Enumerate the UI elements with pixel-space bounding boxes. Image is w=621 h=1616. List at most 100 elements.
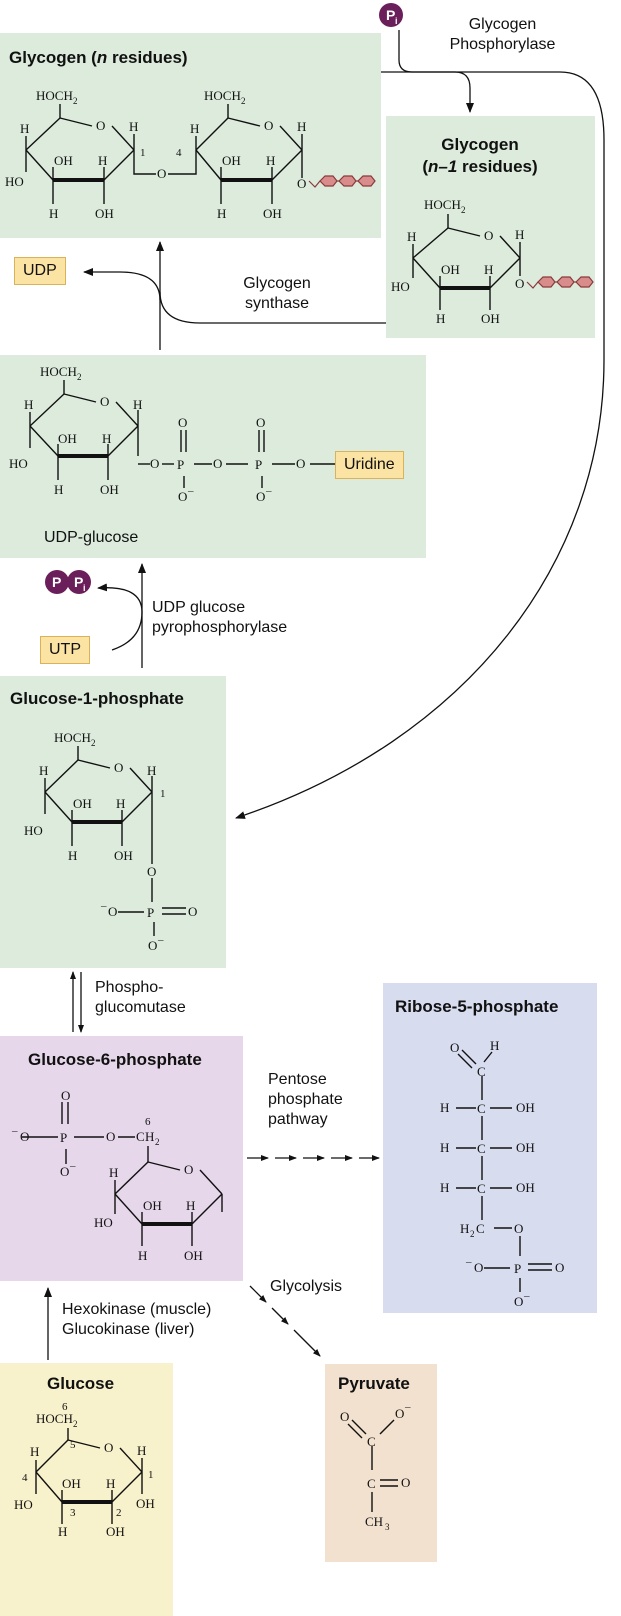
svg-text:O: O [484, 228, 493, 243]
svg-text:–: – [265, 485, 272, 497]
svg-text:O: O [104, 1440, 113, 1455]
svg-text:HO: HO [14, 1497, 33, 1512]
svg-text:O: O [395, 1406, 404, 1421]
svg-text:O: O [474, 1260, 483, 1275]
glycolysis-label: Glycolysis [270, 1278, 343, 1295]
svg-text:H: H [266, 153, 275, 168]
svg-text:H: H [54, 482, 63, 497]
svg-text:O: O [555, 1260, 564, 1275]
svg-text:O: O [296, 456, 305, 471]
svg-text:O: O [450, 1040, 459, 1055]
glucose-6-phosphate-box [0, 1036, 243, 1281]
svg-text:H: H [137, 1443, 146, 1458]
svg-text:H: H [440, 1100, 449, 1115]
svg-text:–: – [404, 1401, 411, 1413]
ppi-icon: P P i [45, 570, 91, 594]
svg-text:HO: HO [9, 456, 28, 471]
svg-text:–: – [187, 485, 194, 497]
svg-text:O: O [514, 1221, 523, 1236]
pi-top-icon: P i [379, 3, 403, 27]
svg-text:H: H [30, 1444, 39, 1459]
svg-text:OH: OH [441, 262, 460, 277]
svg-text:O: O [297, 176, 306, 191]
svg-text:O: O [178, 489, 187, 504]
svg-text:i: i [83, 583, 86, 593]
svg-text:H: H [39, 763, 48, 778]
svg-text:3: 3 [70, 1507, 76, 1519]
svg-text:H: H [68, 848, 77, 863]
svg-text:H: H [109, 1165, 118, 1180]
svg-text:6: 6 [145, 1116, 151, 1128]
svg-text:H: H [407, 229, 416, 244]
svg-text:H: H [440, 1180, 449, 1195]
svg-text:OH: OH [143, 1198, 162, 1213]
svg-text:OH: OH [114, 848, 133, 863]
phosphorylase-arrow [398, 30, 474, 113]
udp-glucose-caption: UDP-glucose [44, 529, 139, 546]
svg-text:C: C [367, 1476, 376, 1491]
svg-text:2: 2 [73, 1419, 78, 1429]
svg-text:HOCH: HOCH [36, 1411, 73, 1426]
svg-text:HOCH: HOCH [36, 88, 73, 103]
svg-text:H: H [515, 227, 524, 242]
svg-text:H: H [20, 121, 29, 136]
svg-text:H: H [436, 311, 445, 326]
uridine-tag: Uridine [335, 451, 404, 479]
svg-text:HOCH: HOCH [204, 88, 241, 103]
svg-text:O: O [150, 456, 159, 471]
glycogen-n1-title: Glycogen (n–1 residues) [422, 135, 538, 176]
udp-release-arrow [83, 268, 161, 301]
svg-text:P: P [177, 457, 184, 472]
glycogen-n-title: Glycogen (n residues) [9, 48, 188, 67]
svg-text:3: 3 [385, 1522, 390, 1532]
svg-text:OH: OH [516, 1100, 535, 1115]
glycogen-n1-chain-icon [526, 276, 594, 289]
svg-text:O: O [264, 118, 273, 133]
svg-text:H: H [484, 262, 493, 277]
ppi-release-arrow [97, 583, 143, 651]
svg-text:C: C [476, 1221, 485, 1236]
svg-text:P: P [52, 574, 61, 590]
svg-text:H: H [186, 1198, 195, 1213]
svg-text:O: O [256, 415, 265, 430]
svg-text:H: H [217, 206, 226, 221]
svg-text:OH: OH [62, 1476, 81, 1491]
svg-text:OH: OH [54, 153, 73, 168]
svg-text:OH: OH [136, 1496, 155, 1511]
svg-text:–: – [69, 1160, 76, 1172]
svg-text:O: O [148, 938, 157, 953]
svg-text:O: O [106, 1129, 115, 1144]
pyruvate-box [325, 1364, 437, 1562]
svg-text:H: H [440, 1140, 449, 1155]
svg-text:OH: OH [95, 206, 114, 221]
svg-text:OH: OH [184, 1248, 203, 1263]
svg-text:P: P [60, 1130, 67, 1145]
hexokinase-label: Hexokinase (muscle)Glucokinase (liver) [62, 1301, 212, 1338]
svg-text:OH: OH [516, 1180, 535, 1195]
svg-text:H: H [145, 1129, 154, 1144]
svg-text:HOCH: HOCH [424, 197, 461, 212]
svg-text:OH: OH [58, 431, 77, 446]
svg-text:H: H [102, 431, 111, 446]
svg-text:P: P [386, 7, 395, 23]
svg-text:H: H [297, 119, 306, 134]
svg-text:O: O [114, 760, 123, 775]
svg-text:H: H [138, 1248, 147, 1263]
svg-text:OH: OH [106, 1524, 125, 1539]
svg-text:OH: OH [481, 311, 500, 326]
svg-text:OH: OH [263, 206, 282, 221]
svg-text:H: H [460, 1221, 469, 1236]
svg-text:HOCH: HOCH [54, 730, 91, 745]
svg-text:O: O [514, 1294, 523, 1309]
svg-text:i: i [395, 16, 398, 26]
ribose-5-phosphate-title: Ribose-5-phosphate [395, 997, 559, 1016]
svg-text:O: O [96, 118, 105, 133]
svg-text:1: 1 [140, 147, 146, 159]
svg-text:H: H [190, 121, 199, 136]
